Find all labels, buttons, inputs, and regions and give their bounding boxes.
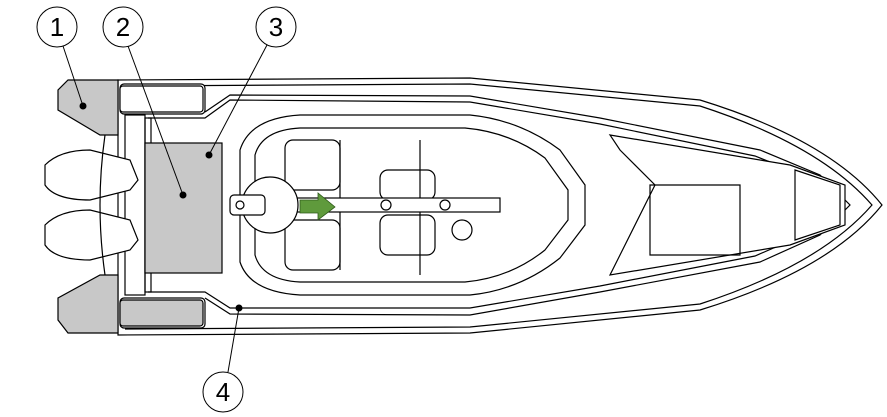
callout-4: 4 (202, 371, 244, 413)
swim-platform-starboard (57, 79, 119, 136)
swim-platform-port (57, 274, 119, 334)
stern-box-top (119, 85, 204, 113)
aft-deck-area (144, 142, 223, 274)
callout-1: 1 (36, 6, 78, 48)
callout-1-number: 1 (50, 12, 64, 42)
callout-3: 3 (255, 6, 297, 48)
callout-4-number: 4 (216, 377, 230, 407)
callout-2: 2 (102, 6, 144, 48)
hull (44, 77, 883, 336)
callout-3-number: 3 (269, 12, 283, 42)
highlighted-areas (57, 79, 223, 334)
callout-2-number: 2 (116, 12, 130, 42)
stern-box-bottom (119, 299, 204, 327)
callouts (62, 44, 268, 373)
direction-arrow-icon (299, 192, 336, 221)
